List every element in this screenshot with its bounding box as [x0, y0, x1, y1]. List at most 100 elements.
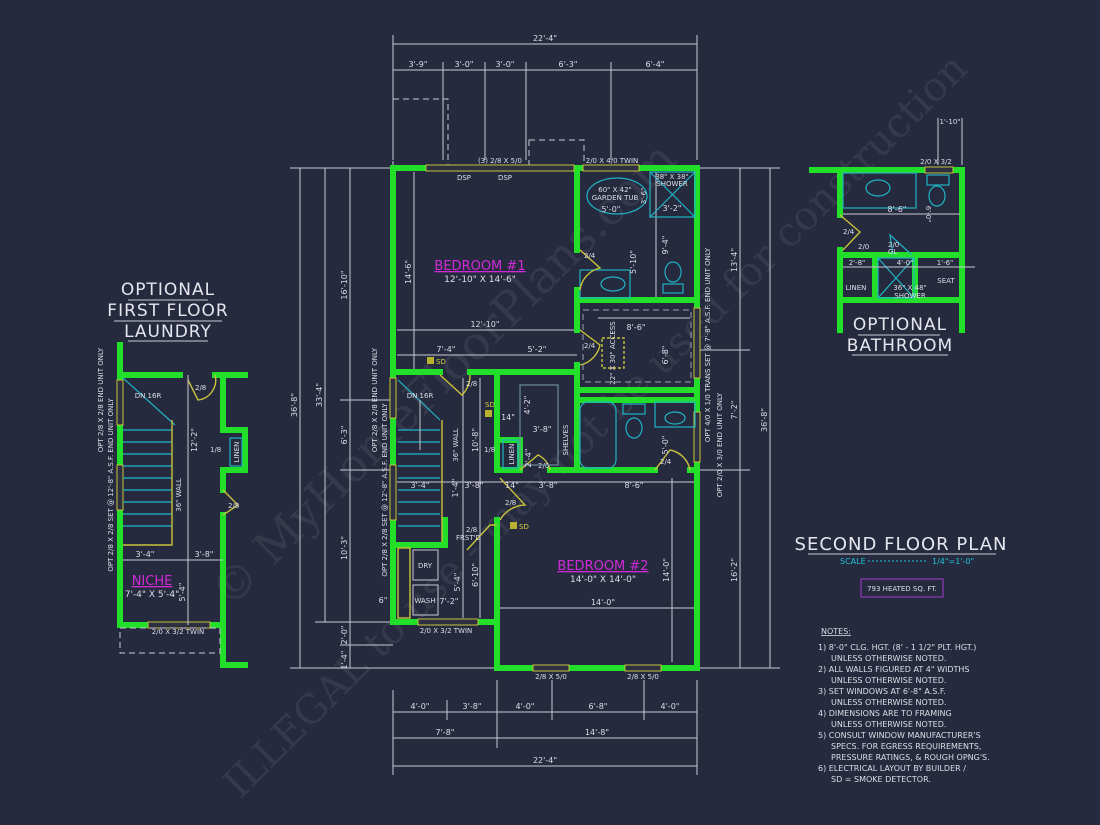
- dim-left: 16'-10": [340, 270, 349, 299]
- door-swing: [466, 524, 497, 551]
- optional-laundry-plan: OPTIONAL FIRST FLOOR LAUNDRY DN 16R 36" …: [97, 280, 248, 668]
- dsp-label: DSP: [498, 174, 512, 182]
- dim: 1'-4": [451, 479, 460, 498]
- dim-bottom: 14'-8": [585, 728, 609, 737]
- optional-laundry-title: OPTIONAL: [121, 280, 215, 300]
- laundry-shelf: [397, 547, 411, 619]
- dim: 3'-8": [533, 425, 552, 434]
- heated-area-box: [860, 578, 944, 598]
- dim: 8'-6": [627, 323, 646, 332]
- dim: 7'-2": [440, 597, 459, 606]
- shower: [649, 171, 696, 218]
- dim-left: 33'-4": [315, 383, 324, 407]
- washer: [412, 584, 439, 616]
- window: [532, 664, 570, 672]
- dim-bottom: 4'-0": [661, 702, 680, 711]
- dim: 6'-0": [924, 206, 932, 223]
- toilet-icon: [625, 417, 643, 439]
- door-label: 2/0: [888, 241, 899, 249]
- dim: 5'-4": [453, 573, 462, 592]
- interior-wall: [390, 369, 580, 473]
- shower-label: SHOWER: [894, 292, 926, 300]
- optional-bathroom-title: BATHROOM: [847, 336, 953, 356]
- heated-area: 793 HEATED SQ. FT.: [867, 585, 937, 593]
- shower-label: SHOWER: [656, 180, 688, 188]
- smoke-detector-label: SD: [485, 401, 495, 409]
- door-swing: [519, 454, 551, 471]
- door-label: 2/8: [466, 380, 477, 388]
- note-line: 6) ELECTRICAL LAYOUT BY BUILDER /: [818, 764, 966, 773]
- dim: 3'-4": [411, 481, 430, 490]
- door-label: 1/8: [484, 446, 495, 454]
- smoke-detector-icon: [510, 522, 517, 529]
- note-line: 5) CONSULT WINDOW MANUFACTURER'S: [818, 731, 981, 740]
- dim-bottom: 6'-8": [589, 702, 608, 711]
- dim: 12'-10": [470, 320, 499, 329]
- staircase: DN 16R: [397, 379, 443, 542]
- note-line: 3) SET WINDOWS AT 6'-8" A.S.F.: [818, 687, 946, 696]
- linen-label: LINEN: [508, 444, 516, 465]
- window-label: 2/8 X 5/0: [535, 673, 567, 681]
- notes: NOTES: 1) 8'-0" CLG. HGT. (8' - 1 1/2" P…: [818, 627, 990, 784]
- dim: 3'-8": [465, 481, 484, 490]
- optional-laundry-title: LAUNDRY: [124, 322, 212, 342]
- note-line: 4) DIMENSIONS ARE TO FRAMING: [818, 709, 952, 718]
- door-swing: [499, 477, 527, 521]
- dim: 14": [501, 413, 515, 422]
- window-label: 2/0 X 3/2: [920, 158, 952, 166]
- dim: 8'-6": [625, 481, 644, 490]
- dim: 14'-6": [404, 260, 413, 284]
- dim-left: 2'-0": [340, 626, 349, 645]
- room-size-bedroom-2: 14'-0" X 14'-0": [570, 575, 636, 585]
- dim-bottom: 4'-0": [411, 702, 430, 711]
- garden-tub-label: 60" X 42": [598, 186, 632, 194]
- dim: 4'-0": [897, 259, 914, 267]
- optional-window-label: OPT 2/8 X 2/8 END UNIT ONLY: [97, 347, 105, 452]
- optional-window-label: OPT 2/8 X 2/8 END UNIT ONLY: [371, 347, 379, 452]
- window: [624, 664, 662, 672]
- scale-value: 1/4"=1'-0": [932, 557, 974, 566]
- dim-bottom: 4'-0": [516, 702, 535, 711]
- note-line: SD = SMOKE DETECTOR.: [831, 775, 931, 784]
- notes-heading: NOTES:: [821, 627, 851, 636]
- door-swing: [439, 374, 471, 396]
- interior-wall: [574, 297, 700, 473]
- dim-top: 3'-0": [496, 60, 515, 69]
- optional-laundry-title: FIRST FLOOR: [107, 301, 228, 321]
- dim: 2'-4": [524, 449, 533, 468]
- linen-label: LINEN: [233, 442, 241, 463]
- dim: 5'-0": [661, 436, 670, 455]
- sink-icon: [600, 276, 626, 292]
- door-swing: [579, 249, 602, 291]
- dim: 3'-8": [539, 481, 558, 490]
- dim-bottom-total: 22'-4": [533, 756, 557, 765]
- drawing-title: SECOND FLOOR PLAN: [795, 534, 1008, 555]
- window-label: 2/0 X 4/0 TWIN: [586, 157, 639, 165]
- frosted-label: FRST'D: [456, 534, 481, 542]
- door-label: 2/0: [858, 243, 869, 251]
- note-line: UNLESS OTHERWISE NOTED.: [831, 698, 946, 707]
- seat-label: SEAT: [937, 277, 955, 285]
- room-size-bedroom-1: 12'-10" X 14'-6": [444, 275, 516, 285]
- note-line: UNLESS OTHERWISE NOTED.: [831, 654, 946, 663]
- room-name-niche: NICHE: [132, 574, 173, 589]
- optional-window-label: OPT 2/8 X 2/8 SET @ 12'-8" A.S.F. END UN…: [381, 403, 389, 577]
- dim-left-total: 36'-8": [290, 393, 299, 417]
- dim-right: 13'-4": [730, 248, 739, 272]
- note-line: UNLESS OTHERWISE NOTED.: [831, 676, 946, 685]
- window-label: (3) 2/8 X 5/0: [478, 157, 522, 165]
- smoke-detector-label: SD: [436, 358, 446, 366]
- optional-window-label: OPT 2/8 X 2/8 SET @ 12'-8" A.S.F. END UN…: [107, 398, 115, 572]
- shower-label: 36" X 48": [893, 284, 927, 292]
- window: [389, 464, 397, 521]
- window: [582, 164, 640, 172]
- vanity: [579, 269, 631, 299]
- dim-left: 6'-3": [340, 426, 349, 445]
- door-label: 2/8: [505, 499, 516, 507]
- side-dimensions: 36'-8" 33'-4" 16'-10" 6'-3" 10'-3" 2'-0"…: [290, 167, 780, 669]
- dim-right: 16'-2": [730, 558, 739, 582]
- scale-label: SCALE: [840, 557, 866, 566]
- window-label: 2/0 X 3/2 TWIN: [152, 628, 205, 636]
- dim-top: 3'-9": [409, 60, 428, 69]
